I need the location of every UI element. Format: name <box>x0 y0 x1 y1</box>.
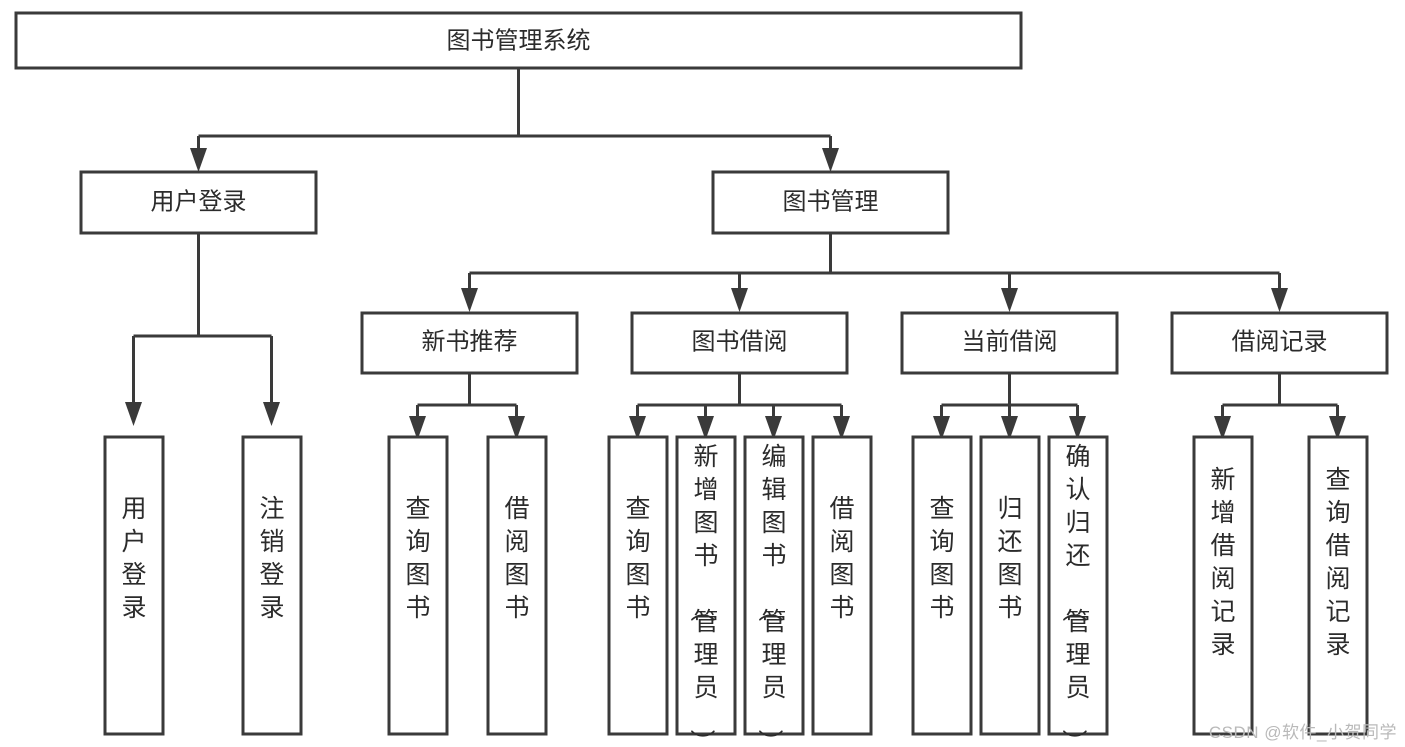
node-leaf-edit-book-box[interactable] <box>743 435 805 736</box>
node-leaf-query-book-1-box[interactable] <box>387 435 449 736</box>
node-borrow-record-label: 借阅记录 <box>1232 328 1328 355</box>
arrow-to-book-manage <box>822 148 839 172</box>
arrow-to-leaf-confirm-return <box>1069 416 1086 440</box>
node-book-borrow[interactable]: 图书借阅 <box>630 311 849 375</box>
node-leaf-add-record[interactable]: 新增借阅记录 <box>1192 435 1254 736</box>
node-user-login-label: 用户登录 <box>151 188 247 215</box>
node-leaf-borrow-book-1-label: 借阅图书 <box>504 495 529 622</box>
arrow-to-leaf-logout <box>263 402 280 426</box>
node-leaf-query-book-2-box[interactable] <box>607 435 669 736</box>
node-new-book-recommend-label: 新书推荐 <box>422 328 518 355</box>
node-leaf-borrow-book-1-box[interactable] <box>486 435 548 736</box>
arrow-to-book-borrow <box>731 288 748 312</box>
node-leaf-logout-box[interactable] <box>241 435 303 736</box>
node-leaf-edit-book[interactable]: 编辑图书（管理员） <box>743 435 805 747</box>
arrow-to-leaf-add-record <box>1214 416 1231 440</box>
node-leaf-query-record-box[interactable] <box>1307 435 1369 736</box>
node-leaf-borrow-book-2-box[interactable] <box>811 435 873 736</box>
arrow-to-leaf-borrow-book-2 <box>833 416 850 440</box>
arrow-to-new-book-recommend <box>461 288 478 312</box>
node-leaf-query-book-3-box[interactable] <box>911 435 973 736</box>
node-leaf-user-login[interactable]: 用户登录 <box>103 435 165 736</box>
node-leaf-confirm-return[interactable]: 确认归还（管理员） <box>1047 435 1109 747</box>
node-leaf-query-book-1[interactable]: 查询图书 <box>387 435 449 736</box>
arrow-to-current-borrow <box>1001 288 1018 312</box>
node-leaf-query-record-label: 查询借阅记录 <box>1325 466 1350 659</box>
node-leaf-add-book[interactable]: 新增图书（管理员） <box>675 435 737 747</box>
node-leaf-return-book-label: 归还图书 <box>997 495 1022 622</box>
node-new-book-recommend[interactable]: 新书推荐 <box>360 311 579 375</box>
node-root-box[interactable] <box>14 11 1023 70</box>
node-leaf-add-record-label: 新增借阅记录 <box>1210 466 1235 659</box>
arrow-to-leaf-add-book <box>697 416 714 440</box>
arrow-to-leaf-query-book-3 <box>933 416 950 440</box>
node-leaf-confirm-return-label: 确认归还（管理员） <box>1059 443 1090 747</box>
node-current-borrow-box[interactable] <box>900 311 1119 375</box>
node-leaf-add-book-box[interactable] <box>675 435 737 736</box>
arrow-to-leaf-query-book-1 <box>409 416 426 440</box>
node-leaf-return-book-box[interactable] <box>979 435 1041 736</box>
node-current-borrow-label: 当前借阅 <box>962 328 1058 355</box>
node-leaf-add-record-box[interactable] <box>1192 435 1254 736</box>
node-leaf-borrow-book-2[interactable]: 借阅图书 <box>811 435 873 736</box>
node-book-manage[interactable]: 图书管理 <box>711 170 950 235</box>
node-root-label: 图书管理系统 <box>447 27 591 54</box>
node-leaf-logout-label: 注销登录 <box>259 495 284 622</box>
arrow-to-leaf-borrow-book-1 <box>508 416 525 440</box>
node-leaf-return-book[interactable]: 归还图书 <box>979 435 1041 736</box>
node-leaf-query-book-1-label: 查询图书 <box>405 495 430 622</box>
arrow-to-leaf-return-book <box>1001 416 1018 440</box>
node-root[interactable]: 图书管理系统 <box>14 11 1023 70</box>
arrow-to-leaf-query-record <box>1329 416 1346 440</box>
leaf-node-layer: 用户登录 注销登录 查询图书 借阅图书 查询图书 新增图书（管理员） <box>103 435 1369 747</box>
node-leaf-edit-book-label: 编辑图书（管理员） <box>755 443 786 747</box>
node-book-manage-label: 图书管理 <box>783 188 879 215</box>
node-leaf-query-book-2[interactable]: 查询图书 <box>607 435 669 736</box>
node-book-manage-box[interactable] <box>711 170 950 235</box>
arrow-to-borrow-record <box>1271 288 1288 312</box>
node-leaf-confirm-return-box[interactable] <box>1047 435 1109 736</box>
arrow-to-leaf-user-login <box>125 402 142 426</box>
node-book-borrow-label: 图书借阅 <box>692 328 788 355</box>
node-leaf-borrow-book-2-label: 借阅图书 <box>829 495 854 622</box>
node-leaf-query-record[interactable]: 查询借阅记录 <box>1307 435 1369 736</box>
node-leaf-query-book-2-label: 查询图书 <box>625 495 650 622</box>
node-borrow-record[interactable]: 借阅记录 <box>1170 311 1389 375</box>
node-current-borrow[interactable]: 当前借阅 <box>900 311 1119 375</box>
arrowhead-layer <box>125 148 1346 440</box>
arrow-to-leaf-edit-book <box>765 416 782 440</box>
node-leaf-borrow-book-1[interactable]: 借阅图书 <box>486 435 548 736</box>
node-leaf-user-login-box[interactable] <box>103 435 165 736</box>
node-borrow-record-box[interactable] <box>1170 311 1389 375</box>
node-leaf-user-login-label: 用户登录 <box>121 495 146 622</box>
node-user-login[interactable]: 用户登录 <box>79 170 318 235</box>
arrow-to-user-login <box>190 148 207 172</box>
node-new-book-recommend-box[interactable] <box>360 311 579 375</box>
node-book-borrow-box[interactable] <box>630 311 849 375</box>
connector-layer <box>132 68 1339 418</box>
node-leaf-query-book-3-label: 查询图书 <box>929 495 954 622</box>
node-leaf-query-book-3[interactable]: 查询图书 <box>911 435 973 736</box>
node-leaf-logout[interactable]: 注销登录 <box>241 435 303 736</box>
node-leaf-add-book-label: 新增图书（管理员） <box>687 443 718 747</box>
node-user-login-box[interactable] <box>79 170 318 235</box>
arrow-to-leaf-query-book-2 <box>629 416 646 440</box>
